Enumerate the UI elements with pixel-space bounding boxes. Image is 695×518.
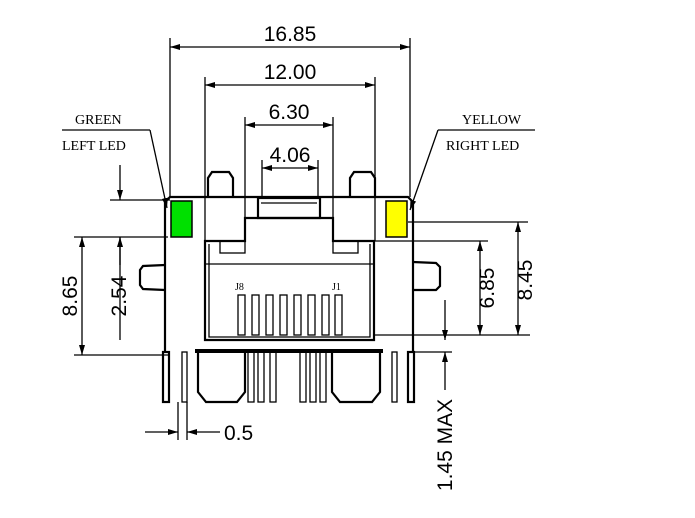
dim-label-2-54: 2.54 [108,275,131,316]
dim-label-6-30: 6.30 [269,101,310,124]
green-label: GREEN [75,113,122,128]
dim-label-0-5: 0.5 [224,422,253,445]
yellow-led-callout [409,129,535,211]
green-led [170,200,193,238]
connector-body [138,170,442,352]
dim-label-8-45: 8.45 [514,260,537,301]
dim-label-6-85: 6.85 [476,268,499,309]
dim-right-height [408,221,528,335]
pin-label-j8: J8 [235,282,244,293]
dim-opening-height [374,240,530,336]
dim-label-4-06: 4.06 [270,144,311,167]
dim-label-12-00: 12.00 [264,61,317,84]
dim-plug-width [244,117,334,218]
dim-label-16-85: 16.85 [264,23,317,46]
yellow-led [385,200,408,238]
right-led-label: RIGHT LED [446,139,519,154]
dim-lead-width [145,402,220,440]
dim-led-offset [110,165,170,340]
dim-inner-width [204,77,376,241]
left-led-label: LEFT LED [62,139,126,154]
dim-tab-width [261,160,319,198]
dim-standoff [414,300,452,390]
dim-overall-width [169,38,411,197]
green-led-callout [62,129,168,209]
bottom-leads [161,349,416,404]
dim-label-8-65: 8.65 [59,276,82,317]
yellow-label: YELLOW [462,113,522,128]
pin-label-j1: J1 [332,282,341,293]
contact-pins [237,294,343,336]
dim-label-1-45-max: 1.45 MAX [434,399,457,491]
